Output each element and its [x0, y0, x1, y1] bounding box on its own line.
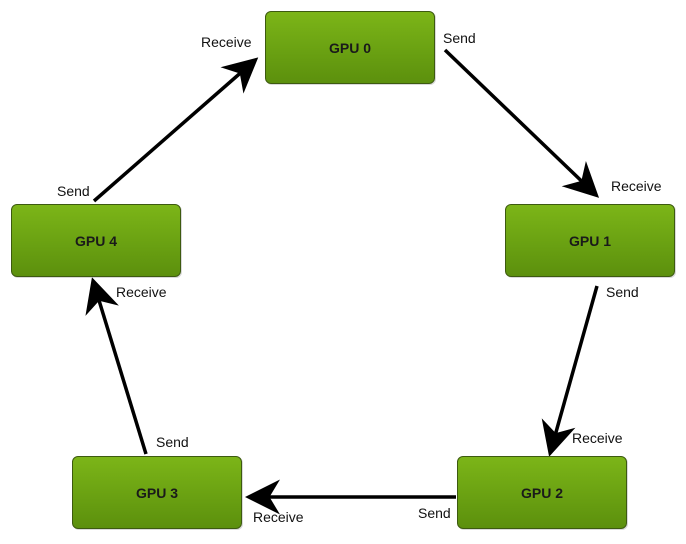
arrow-gpu3-to-gpu4: [85, 277, 148, 455]
arrow-gpu4-to-gpu0: [92, 57, 259, 203]
send-label-gpu4: Send: [57, 183, 90, 199]
gpu-node-label: GPU 2: [520, 484, 563, 501]
receive-label-gpu4: Receive: [116, 284, 167, 300]
receive-label-gpu3: Receive: [253, 509, 304, 525]
receive-label-gpu0: Receive: [201, 34, 252, 50]
gpu-node-label: GPU 1: [568, 232, 611, 249]
send-label-gpu2: Send: [418, 505, 451, 521]
arrow-gpu0-to-gpu1: [443, 48, 600, 198]
send-label-gpu1: Send: [606, 284, 639, 300]
send-label-gpu3: Send: [156, 434, 189, 450]
send-label-gpu0: Send: [443, 30, 476, 46]
gpu-node-2: GPU 2: [457, 456, 627, 529]
receive-label-gpu1: Receive: [611, 178, 662, 194]
gpu-node-3: GPU 3: [72, 456, 242, 529]
gpu-node-1: GPU 1: [505, 204, 675, 277]
gpu-node-label: GPU 4: [74, 232, 117, 249]
gpu-node-4: GPU 4: [11, 204, 181, 277]
receive-label-gpu2: Receive: [572, 430, 623, 446]
gpu-node-label: GPU 3: [135, 484, 178, 501]
arrow-gpu1-to-gpu2: [541, 285, 599, 457]
gpu-node-label: GPU 0: [328, 39, 371, 56]
gpu-node-0: GPU 0: [265, 11, 435, 84]
